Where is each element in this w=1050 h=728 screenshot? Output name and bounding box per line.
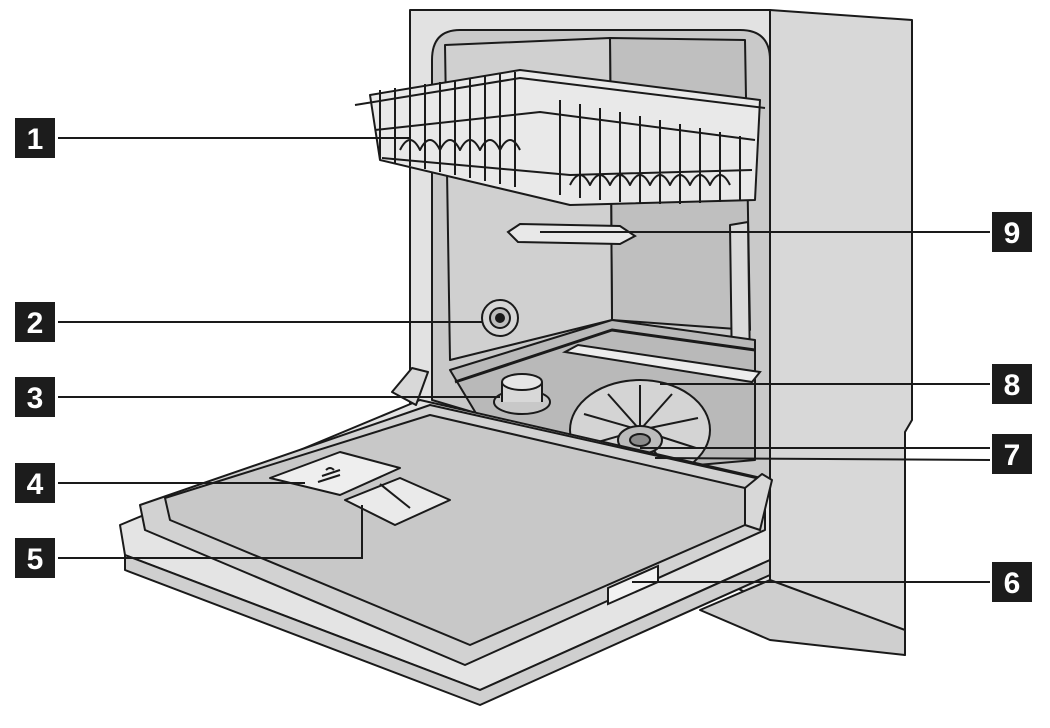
tub-floor-lip: [454, 328, 756, 384]
callout-4: 4: [15, 463, 55, 503]
callout-5-box: [15, 538, 55, 578]
callout-7: 7: [992, 434, 1032, 474]
callout-6-box: [992, 562, 1032, 602]
detergent-dispenser-marks: [317, 467, 341, 483]
callout-1-label: 1: [27, 123, 44, 156]
callout-6: 6: [992, 562, 1032, 602]
leader-line-7b: [654, 457, 991, 461]
rinse-aid-divider: [379, 483, 411, 509]
callout-9-box: [992, 212, 1032, 252]
callout-5-label: 5: [27, 543, 44, 576]
callout-3: 3: [15, 377, 55, 417]
callout-6-label: 6: [1004, 567, 1021, 600]
upper-basket-rail-low: [381, 157, 753, 176]
door-edge: [124, 554, 771, 706]
door-hinge-left: [391, 367, 429, 406]
upper-basket: [354, 69, 766, 206]
cabinet-plinth: [699, 579, 906, 656]
cabinet-side-panel: [769, 9, 913, 656]
salt-reservoir-cap: [493, 373, 551, 415]
upper-spray-arm-body: [506, 222, 637, 246]
callout-8-box: [992, 364, 1032, 404]
leader-lines: [58, 137, 991, 583]
lower-spray-arm-body: [561, 343, 762, 384]
upper-basket-tines: [379, 72, 741, 204]
detergent-dispenser: [269, 451, 401, 496]
callout-2: 2: [15, 302, 55, 342]
callout-3-label: 3: [27, 382, 44, 415]
callout-5: 5: [15, 538, 55, 578]
callout-7-label: 7: [1004, 439, 1021, 472]
callout-9-label: 9: [1004, 217, 1021, 250]
callout-2-box: [15, 302, 55, 342]
callout-1-box: [15, 118, 55, 158]
salt-cap-top: [501, 373, 543, 391]
callout-4-label: 4: [27, 468, 44, 501]
water-softener-dial: [481, 299, 519, 337]
upper-basket-loops: [399, 139, 731, 186]
softener-dial-center: [495, 313, 505, 323]
callout-3-box: [15, 377, 55, 417]
callout-9: 9: [992, 212, 1032, 252]
upper-spray-arm: [506, 222, 637, 246]
filter-center-hole: [629, 433, 651, 447]
leader-line-5: [58, 505, 363, 559]
callout-8: 8: [992, 364, 1032, 404]
callout-4-box: [15, 463, 55, 503]
door-hinge-right: [744, 473, 773, 531]
callout-8-label: 8: [1004, 369, 1021, 402]
callout-2-label: 2: [27, 307, 44, 340]
callout-7-box: [992, 434, 1032, 474]
detergent-dispenser-lid: [269, 451, 401, 496]
upper-basket-rail-mid: [374, 111, 756, 141]
rinse-aid-dispenser: [344, 477, 451, 526]
callout-1: 1: [15, 118, 55, 158]
